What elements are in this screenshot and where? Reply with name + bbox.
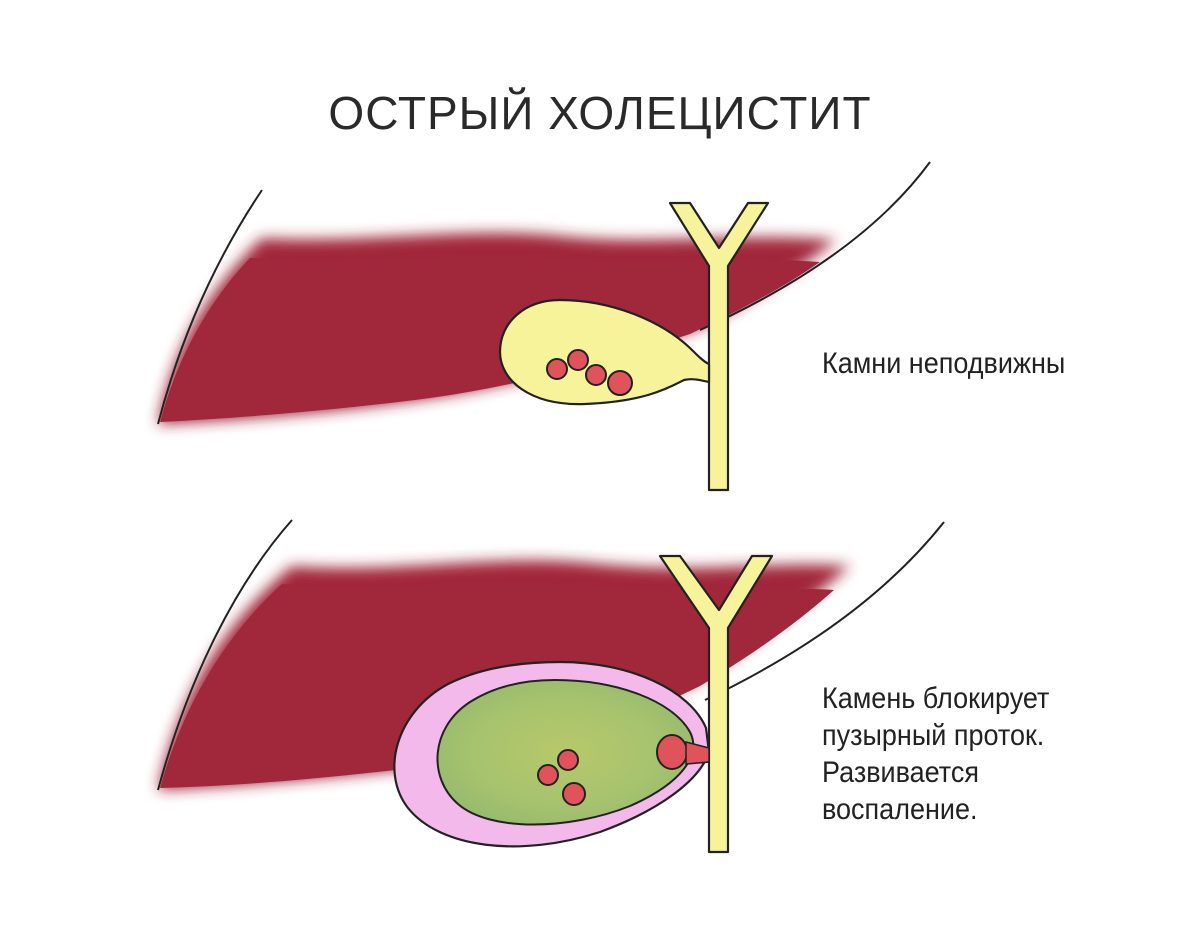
duct-junction xyxy=(685,741,710,765)
liver-outline-left-bottom xyxy=(157,519,293,791)
caption-line: Развивается xyxy=(822,756,979,789)
stone xyxy=(585,364,607,386)
stone xyxy=(567,349,589,371)
stone xyxy=(562,782,586,806)
caption-line: Камни неподвижны xyxy=(822,347,1066,380)
diagram-title: ОСТРЫЙ ХОЛЕЦИСТИТ xyxy=(328,87,872,139)
stone xyxy=(537,764,559,786)
stone xyxy=(546,358,568,380)
caption-stones-immobile: Камни неподвижны xyxy=(822,345,1065,382)
bile-duct-bottom xyxy=(658,554,774,854)
stone xyxy=(557,749,579,771)
stones-top xyxy=(546,349,633,396)
panel-blocked-duct xyxy=(157,519,945,854)
caption-duct-blocked: Камень блокирует пузырный проток. Развив… xyxy=(822,680,1049,828)
caption-line: воспаление. xyxy=(822,793,978,826)
panel-normal-stones xyxy=(157,161,931,492)
liver-outline-right-bottom xyxy=(704,521,945,701)
stones-bottom xyxy=(537,749,586,806)
blocking-stone xyxy=(656,734,688,770)
liver-body-top xyxy=(160,255,820,422)
liver-outline-left-top xyxy=(157,189,263,425)
stone xyxy=(607,370,633,396)
liver-outline-right-top xyxy=(699,161,931,331)
caption-line: пузырный проток. xyxy=(822,719,1045,752)
caption-line: Камень блокирует xyxy=(822,682,1050,715)
